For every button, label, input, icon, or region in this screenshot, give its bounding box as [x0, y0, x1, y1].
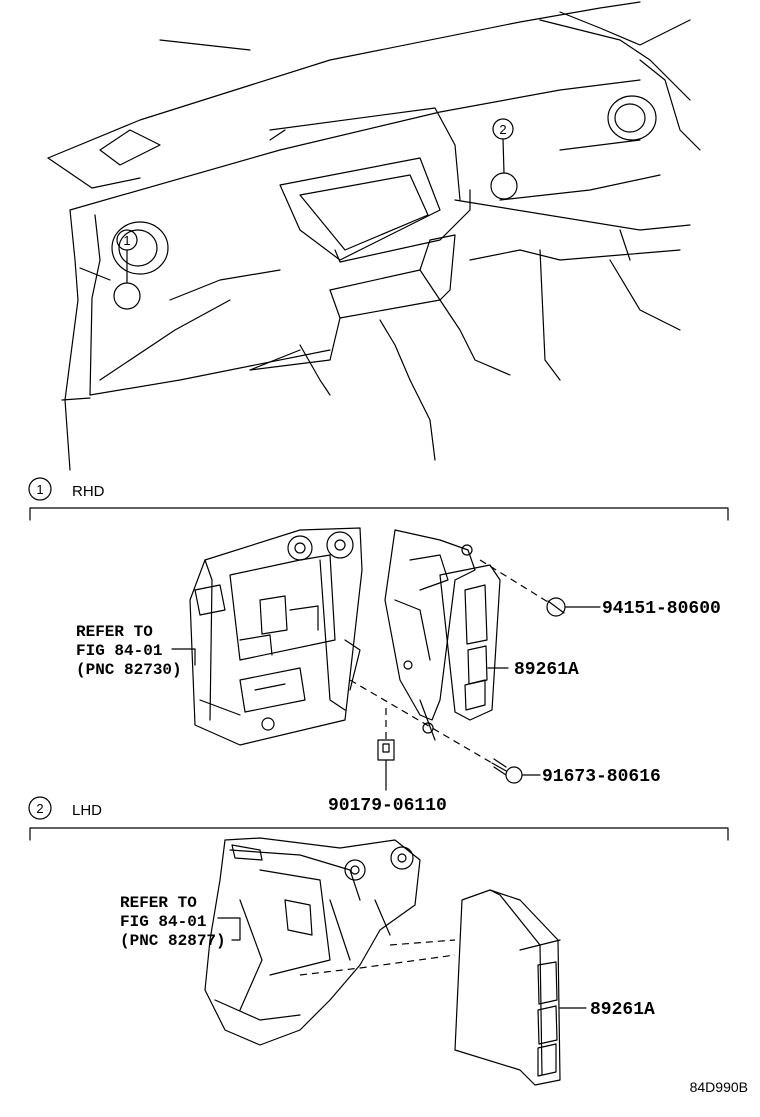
- section-1-bracket: [29, 507, 729, 521]
- section-2-bracket: [29, 827, 729, 841]
- lhd-refer-line-3: (PNC 82877): [120, 932, 226, 950]
- part-number-91673-80616: 91673-80616: [542, 767, 661, 787]
- section-lhd: 2 LHD: [28, 796, 729, 1086]
- section-rhd: 1 RHD: [28, 477, 729, 791]
- rhd-refer-line-1: REFER TO: [76, 623, 153, 641]
- dashboard-illustration: [47, 1, 701, 471]
- location-marker-2: [490, 172, 518, 200]
- lhd-refer-line-1: REFER TO: [120, 894, 197, 912]
- illustration-code: 84D990B: [690, 1079, 748, 1095]
- rhd-refer-line-2: FIG 84-01: [76, 642, 162, 660]
- section-1-number-icon: [28, 477, 52, 501]
- bolt-94151-icon: [546, 597, 566, 617]
- lhd-refer-line-2: FIG 84-01: [120, 913, 206, 931]
- part-number-89261a-lhd: 89261A: [590, 1000, 655, 1020]
- location-marker-1: [113, 282, 141, 310]
- ecu-lhd: [454, 889, 561, 1086]
- clip-90179-icon: [377, 739, 395, 761]
- rhd-refer-line-3: (PNC 82730): [76, 661, 182, 679]
- ecu-rhd: [384, 529, 501, 741]
- part-number-90179-06110: 90179-06110: [328, 796, 447, 816]
- junction-block-lhd: [204, 837, 421, 1046]
- section-1-number: 1: [36, 482, 43, 497]
- bolt-91673-icon: [491, 758, 523, 784]
- junction-block-rhd: [189, 527, 363, 746]
- callout-1-label: 1: [123, 233, 130, 248]
- section-2-number-icon: [28, 796, 52, 820]
- section-2-label: LHD: [72, 802, 102, 819]
- part-number-89261a-rhd: 89261A: [514, 660, 579, 680]
- section-2-number: 2: [36, 801, 43, 816]
- part-number-94151-80600: 94151-80600: [602, 599, 721, 619]
- section-1-label: RHD: [72, 483, 105, 500]
- callout-2-label: 2: [499, 122, 506, 137]
